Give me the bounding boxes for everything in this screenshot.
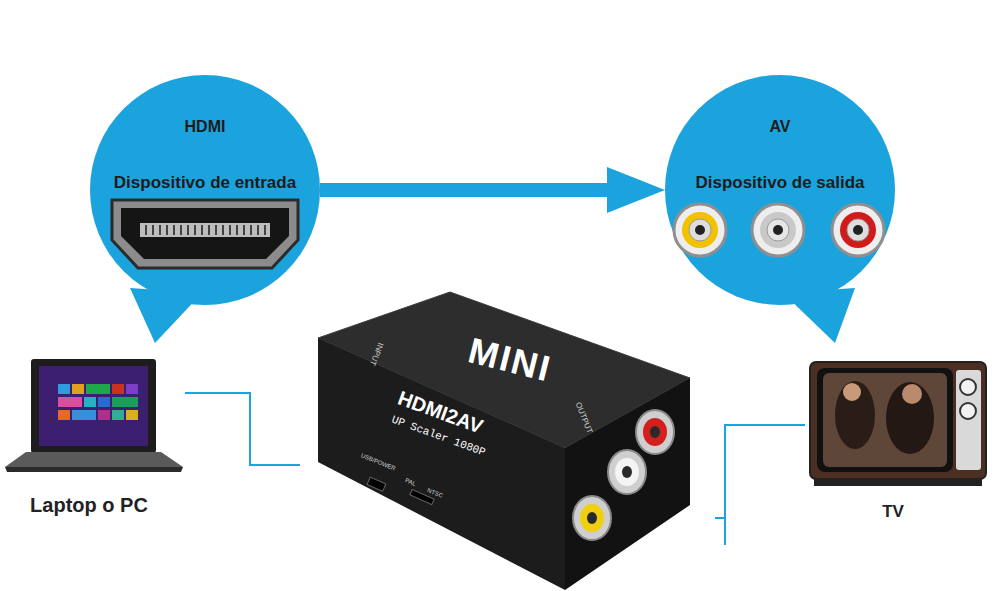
box-side-face [565, 378, 690, 590]
tv-cabinet [810, 362, 986, 479]
screen-tile [86, 384, 110, 394]
connector-line [715, 425, 805, 518]
socket-ring-red [840, 212, 876, 248]
screen-tile [84, 397, 96, 407]
brand-mark: MINI [428, 321, 593, 399]
socket-hole [695, 225, 705, 235]
leader-line [715, 425, 805, 518]
rca-jack-white [608, 450, 646, 494]
box-top-face [318, 292, 690, 448]
laptop-base [5, 452, 183, 467]
pal-ntsc-switch [410, 489, 434, 504]
tv-picture-figure [835, 381, 875, 449]
hdmi-pin-block [140, 223, 270, 237]
jack-shell [573, 496, 611, 540]
tv-picture-face [902, 384, 922, 404]
hdmi-port-shell [112, 200, 298, 268]
socket-shell [832, 204, 884, 256]
socket-core [847, 219, 869, 241]
leader-line [185, 393, 300, 465]
socket-core [767, 219, 789, 241]
laptop-screen [39, 366, 148, 446]
tv-control-panel [956, 370, 981, 470]
port-label: OUTPUT [572, 401, 594, 435]
screen-tile [126, 410, 138, 420]
connector-line [185, 393, 300, 465]
flow-arrow [320, 167, 665, 213]
bubble-circle [665, 75, 895, 305]
hdmi-port-illustration [112, 200, 298, 268]
socket-shell [674, 204, 726, 256]
laptop-lid [31, 359, 156, 453]
tv-node: TV [805, 358, 990, 528]
hdmi-port-cavity [121, 208, 289, 259]
converter-node: MINIHDMI2AVUP Scaler 1080P [300, 290, 715, 591]
tv-stand [814, 479, 982, 486]
jack-hole [587, 512, 597, 524]
jack-ring [643, 418, 667, 446]
jack-hole [650, 426, 660, 438]
jack-shell [608, 450, 646, 494]
socket-ring-white [760, 212, 796, 248]
tv-bezel [817, 368, 953, 472]
arrow-head [607, 167, 665, 213]
speech-bubble: AV Dispositivo de salida [665, 75, 895, 305]
socket-hole [853, 225, 863, 235]
rca-jack-red [636, 410, 674, 454]
socket-hole [773, 225, 783, 235]
rca-jack-yellow [573, 496, 611, 540]
port-label: USB/POWER [359, 451, 396, 472]
rca-sockets-illustration [674, 204, 884, 256]
device-label: TV [805, 501, 981, 523]
connector-line [320, 183, 607, 197]
hdmi-pins [146, 225, 265, 235]
usb-port [367, 477, 386, 491]
tv-screen [823, 373, 947, 467]
jack-ring [580, 504, 604, 532]
switch-label: PAL [403, 476, 416, 488]
bubble-heading: AV [665, 116, 895, 138]
screen-tile [72, 384, 84, 394]
screen-tile [98, 397, 110, 407]
tv-illustration [810, 362, 986, 486]
bubble-heading: HDMI [90, 116, 320, 138]
screen-tile [58, 397, 82, 407]
laptop-illustration [5, 359, 183, 472]
leader-line [724, 518, 726, 545]
tv-picture-figure [886, 382, 934, 454]
screen-tile [98, 410, 110, 420]
jack-hole [622, 466, 632, 478]
screen-tile [112, 410, 124, 420]
laptop-node: Laptop o PC [0, 355, 185, 525]
bubble-tail [130, 288, 202, 343]
screen-tile [72, 410, 96, 420]
tv-picture-face [843, 383, 861, 401]
bubble-subtitle: Dispositivo de entrada [90, 172, 320, 194]
screen-tile [126, 384, 138, 394]
socket-ring-yellow [682, 212, 718, 248]
jack-shell [636, 410, 674, 454]
laptop-base-edge [5, 467, 183, 472]
converter-illustration [318, 292, 690, 590]
bubble-tail [783, 288, 855, 343]
screen-tile [112, 397, 138, 407]
device-label: Laptop o PC [0, 493, 178, 517]
port-label: INPUT [367, 341, 385, 367]
bubble-subtitle: Dispositivo de salida [665, 172, 895, 194]
tv-knob [960, 403, 976, 419]
speech-bubble: HDMI Dispositivo de entrada [90, 75, 320, 305]
screen-tile [112, 384, 124, 394]
bubble-circle [90, 75, 320, 305]
screen-tile [58, 384, 70, 394]
socket-shell [752, 204, 804, 256]
screen-tile [58, 410, 70, 420]
jack-ring [615, 458, 639, 486]
tv-knob [960, 379, 976, 395]
switch-label: NTSC [426, 486, 444, 500]
socket-core [689, 219, 711, 241]
